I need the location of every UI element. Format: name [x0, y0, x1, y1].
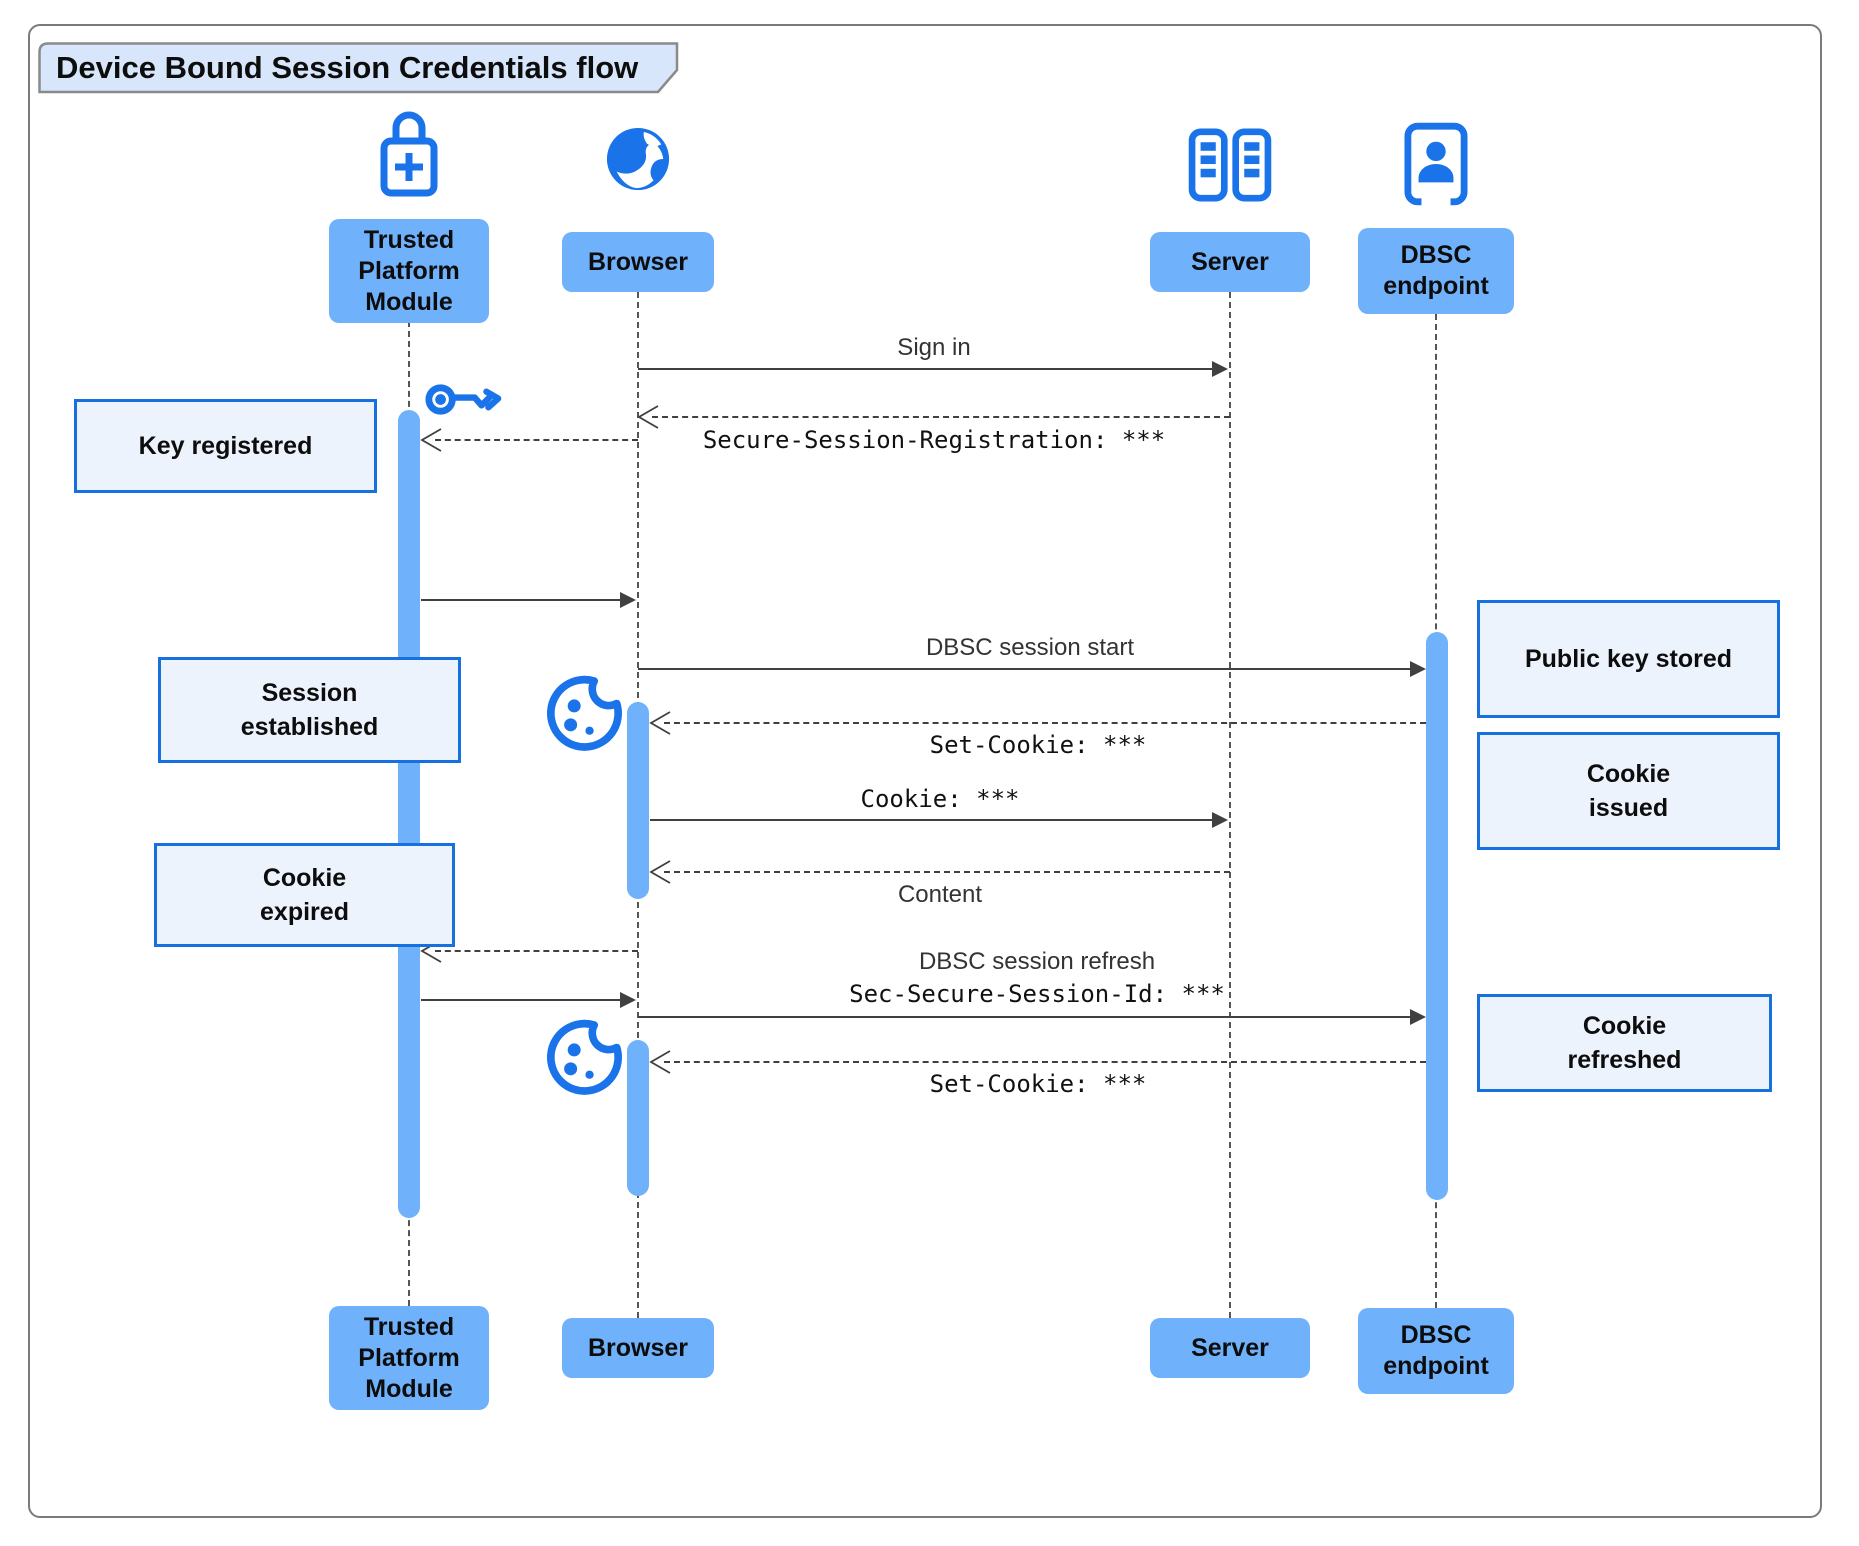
- actor-label-line: Browser: [587, 1333, 689, 1362]
- actor-label-line: endpoint: [1383, 1352, 1489, 1380]
- activation-browser-2: [627, 1040, 649, 1196]
- note-line: Cookie: [1586, 760, 1671, 788]
- arrow-set-cookie-1: [664, 722, 1426, 724]
- message-label-content: Content: [897, 881, 983, 908]
- note-line: Cookie: [1582, 1012, 1667, 1040]
- arrow-browser-to-tpm-1: [435, 439, 638, 441]
- message-label-cookie: Cookie: ***: [860, 785, 1020, 813]
- arrow-set-cookie-2: [664, 1061, 1426, 1063]
- arrow-dbsc-session-start: [638, 668, 1412, 670]
- arrowhead: [1410, 1009, 1426, 1025]
- note-line: expired: [260, 898, 349, 926]
- arrow-tpm-to-browser-2: [421, 999, 622, 1001]
- key-icon: [425, 384, 502, 415]
- actor-label-line: Module: [365, 1374, 453, 1403]
- note-line: Session: [261, 679, 358, 707]
- open-arrowhead: [649, 860, 671, 884]
- note-key-registered: Key registered: [74, 399, 377, 493]
- message-label-secure-session-registration: Secure-Session-Registration: ***: [702, 426, 1166, 454]
- cookie-icon: [546, 1019, 623, 1095]
- note-cookie-expired: Cookie expired: [154, 843, 455, 947]
- arrow-sign-in: [638, 368, 1216, 370]
- actor-bottom-dbsc-endpoint: DBSC endpoint: [1358, 1308, 1514, 1394]
- open-arrowhead: [649, 711, 671, 735]
- arrow-content: [664, 871, 1230, 873]
- note-line: Public key stored: [1524, 645, 1733, 673]
- arrow-secure-session-registration: [652, 416, 1230, 418]
- arrowhead: [620, 992, 636, 1008]
- actor-label-line: Trusted: [363, 225, 455, 254]
- note-cookie-issued: Cookie issued: [1477, 732, 1780, 850]
- note-session-established: Session established: [158, 657, 461, 763]
- actor-label-line: Platform: [358, 256, 460, 285]
- actor-label-line: Server: [1191, 1333, 1269, 1362]
- message-label-set-cookie-1: Set-Cookie: ***: [929, 731, 1147, 759]
- actor-top-browser: Browser: [562, 232, 714, 292]
- arrowhead: [1410, 661, 1426, 677]
- note-line: Cookie: [262, 864, 347, 892]
- activation-browser-1: [627, 702, 649, 899]
- note-line: established: [240, 713, 379, 741]
- lifeline-server: [1229, 292, 1231, 1318]
- actor-bottom-browser: Browser: [562, 1318, 714, 1378]
- arrowhead: [620, 592, 636, 608]
- globe-icon: [606, 127, 670, 191]
- arrow-browser-to-tpm-2: [435, 950, 638, 952]
- lock-plus-icon: [380, 111, 438, 197]
- note-line: refreshed: [1567, 1046, 1682, 1074]
- cookie-icon: [546, 675, 623, 751]
- arrowhead: [1212, 812, 1228, 828]
- actor-bottom-tpm: Trusted Platform Module: [329, 1306, 489, 1410]
- message-label-dbsc-session-start: DBSC session start: [925, 634, 1135, 661]
- arrow-cookie: [650, 819, 1216, 821]
- actor-label-line: Server: [1191, 247, 1269, 276]
- message-label-sign-in: Sign in: [897, 334, 971, 361]
- actor-label-line: Platform: [358, 1343, 460, 1372]
- message-label-sec-secure-session-id: Sec-Secure-Session-Id: ***: [849, 980, 1225, 1008]
- actor-label-line: Module: [365, 287, 453, 316]
- actor-top-dbsc-endpoint: DBSC endpoint: [1358, 228, 1514, 314]
- open-arrowhead: [649, 1050, 671, 1074]
- note-line: Key registered: [138, 432, 313, 460]
- title-tab: [38, 42, 679, 94]
- open-arrowhead: [420, 428, 442, 452]
- actor-bottom-server: Server: [1150, 1318, 1310, 1378]
- note-cookie-refreshed: Cookie refreshed: [1477, 994, 1772, 1092]
- message-label-set-cookie-2: Set-Cookie: ***: [929, 1070, 1147, 1098]
- id-badge-icon: [1404, 122, 1468, 206]
- arrowhead: [1212, 361, 1228, 377]
- activation-tpm: [398, 410, 420, 1218]
- open-arrowhead: [637, 405, 659, 429]
- actor-top-tpm: Trusted Platform Module: [329, 219, 489, 323]
- activation-dbsc-endpoint: [1426, 632, 1448, 1200]
- actor-label-line: DBSC: [1400, 1321, 1472, 1349]
- note-public-key-stored: Public key stored: [1477, 600, 1780, 718]
- arrow-dbsc-session-refresh: [638, 1016, 1412, 1018]
- message-label-dbsc-session-refresh: DBSC session refresh: [918, 948, 1156, 975]
- actor-label-line: endpoint: [1383, 272, 1489, 300]
- actor-top-server: Server: [1150, 232, 1310, 292]
- actor-label-line: Browser: [587, 247, 689, 276]
- diagram-title: Device Bound Session Credentials flow: [56, 50, 639, 85]
- actor-label-line: Trusted: [363, 1312, 455, 1341]
- arrow-tpm-to-browser-1: [421, 599, 622, 601]
- actor-label-line: DBSC: [1400, 241, 1472, 269]
- server-racks-icon: [1188, 128, 1272, 202]
- note-line: issued: [1588, 794, 1669, 822]
